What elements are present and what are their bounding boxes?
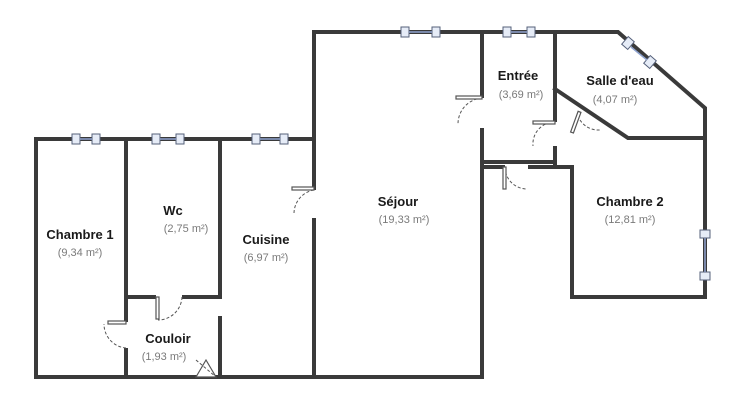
room-name: Salle d'eau bbox=[586, 73, 653, 88]
window-wc bbox=[151, 133, 185, 145]
room-name: Chambre 1 bbox=[46, 227, 113, 242]
room-name: Entrée bbox=[498, 68, 538, 83]
window-cuisine bbox=[251, 133, 289, 145]
room-wc: Wc (2,75 m²) bbox=[163, 203, 208, 235]
room-area: (3,69 m²) bbox=[499, 89, 544, 101]
windows bbox=[71, 26, 711, 281]
room-name: Wc bbox=[163, 203, 183, 218]
wall-salle-chambre2 bbox=[552, 86, 707, 140]
room-area: (12,81 m²) bbox=[605, 214, 656, 226]
door-couloir bbox=[103, 320, 127, 349]
room-cuisine: Cuisine (6,97 m²) bbox=[243, 232, 290, 264]
door-wc bbox=[155, 296, 183, 321]
room-area: (6,97 m²) bbox=[244, 252, 289, 264]
room-name: Cuisine bbox=[243, 232, 290, 247]
outer-wall bbox=[34, 30, 707, 379]
door-cuisine bbox=[291, 186, 315, 215]
doors bbox=[103, 95, 601, 378]
room-sejour: Séjour (19,33 m²) bbox=[378, 194, 430, 226]
room-area: (9,34 m²) bbox=[58, 247, 103, 259]
door-gaps bbox=[123, 98, 558, 348]
room-chambre-1: Chambre 1 (9,34 m²) bbox=[46, 227, 113, 259]
room-couloir: Couloir (1,93 m²) bbox=[142, 331, 191, 363]
door-sejour-entree bbox=[502, 166, 528, 190]
room-labels: Chambre 1 (9,34 m²) Wc (2,75 m²) Cuisine… bbox=[46, 68, 663, 363]
door-couloir-exit bbox=[194, 358, 218, 378]
door-entree bbox=[455, 95, 483, 125]
room-area: (2,75 m²) bbox=[164, 223, 209, 235]
room-area: (19,33 m²) bbox=[379, 214, 430, 226]
room-name: Séjour bbox=[378, 194, 418, 209]
room-chambre-2: Chambre 2 (12,81 m²) bbox=[596, 194, 663, 226]
walls bbox=[34, 30, 707, 379]
room-name: Chambre 2 bbox=[596, 194, 663, 209]
room-entree: Entrée (3,69 m²) bbox=[498, 68, 544, 101]
window-chambre2 bbox=[699, 229, 711, 281]
window-salle-eau bbox=[620, 35, 658, 70]
room-name: Couloir bbox=[145, 331, 191, 346]
room-area: (4,07 m²) bbox=[593, 94, 638, 106]
door-salle-eau bbox=[532, 110, 601, 147]
window-entree bbox=[502, 26, 536, 38]
room-salle-eau: Salle d'eau (4,07 m²) bbox=[586, 73, 653, 106]
window-sejour bbox=[400, 26, 441, 38]
window-chambre1 bbox=[71, 133, 101, 145]
room-area: (1,93 m²) bbox=[142, 351, 187, 363]
